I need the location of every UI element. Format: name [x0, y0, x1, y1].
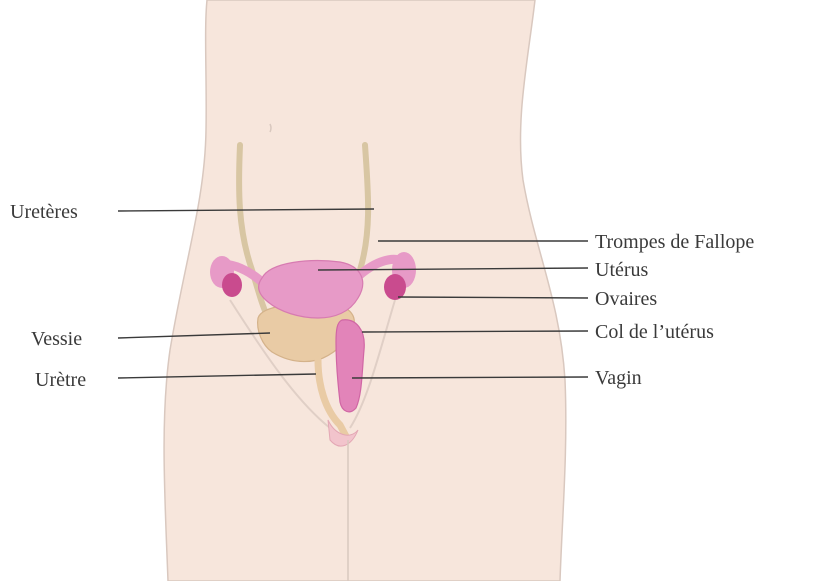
- left-ovary: [222, 273, 242, 297]
- label-vagin: Vagin: [595, 367, 642, 389]
- label-uterus: Utérus: [595, 259, 649, 281]
- label-col: Col de l’utérus: [595, 321, 714, 343]
- label-ovaires: Ovaires: [595, 288, 657, 310]
- label-vessie: Vessie: [31, 328, 82, 350]
- label-ureteres: Uretères: [10, 201, 78, 223]
- right-ovary: [384, 274, 406, 300]
- label-trompes: Trompes de Fallope: [595, 231, 754, 253]
- label-uretre: Urètre: [35, 369, 86, 391]
